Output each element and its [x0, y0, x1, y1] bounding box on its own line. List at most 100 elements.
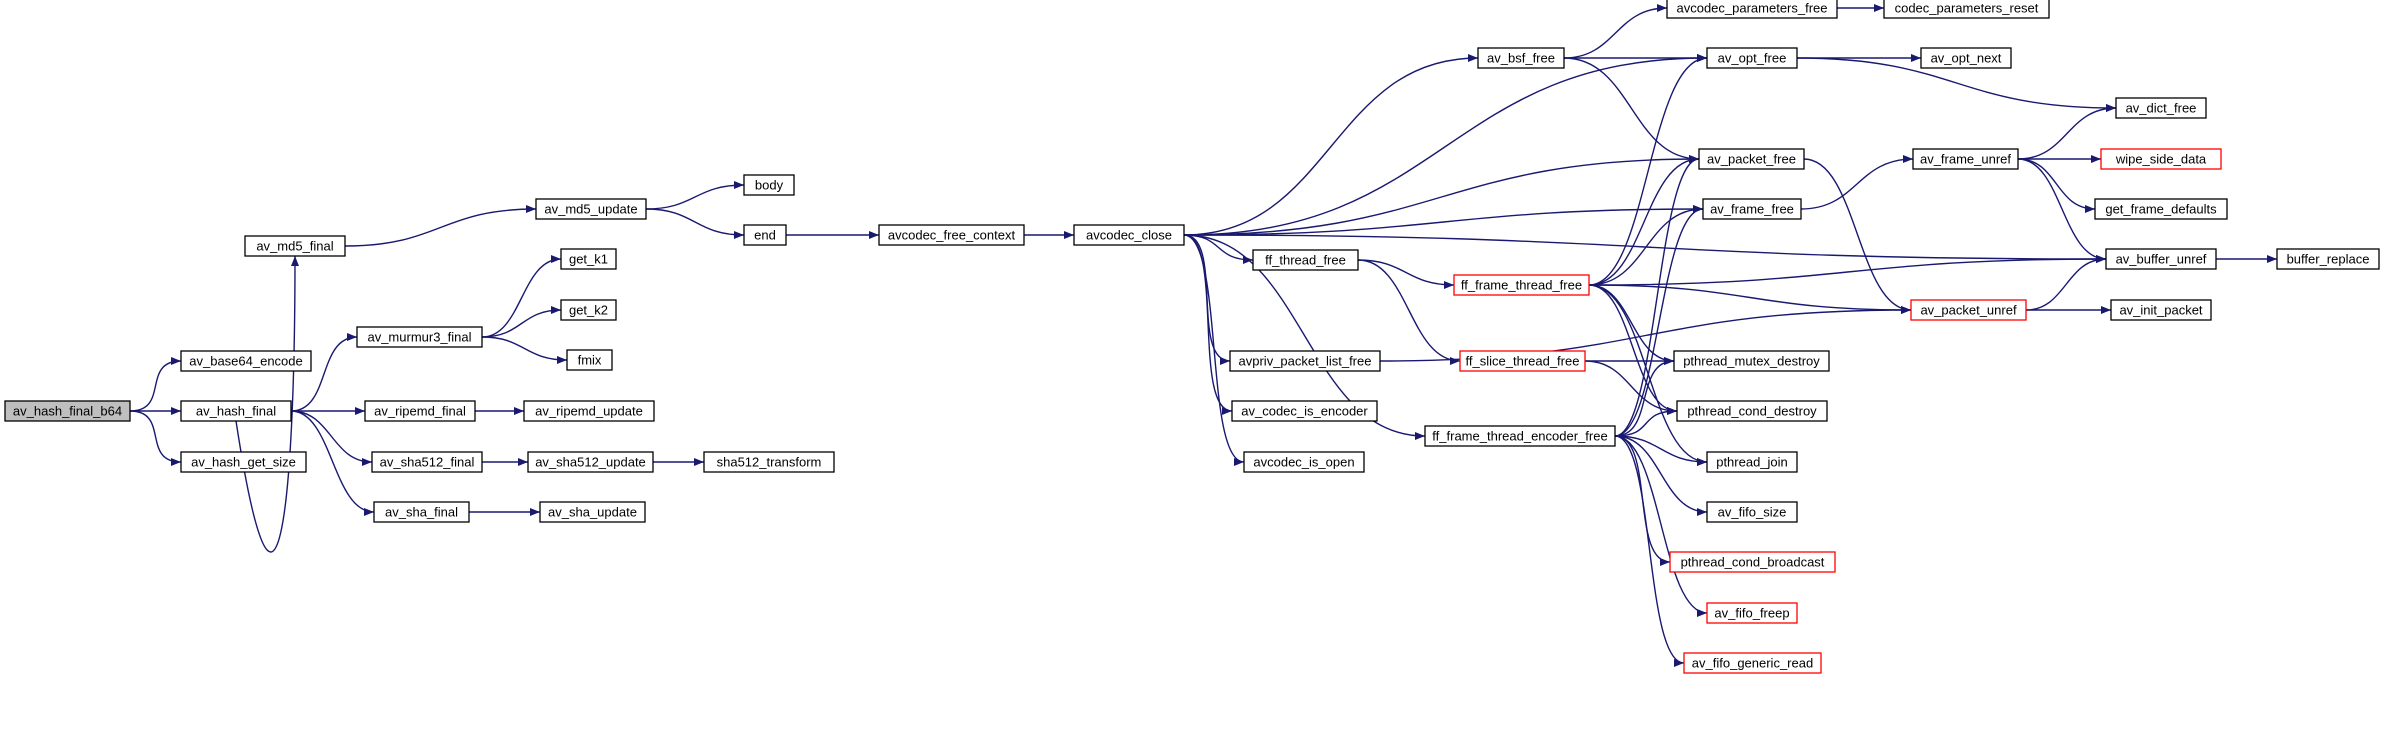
node-avpriv-packet-list-free[interactable]: avpriv_packet_list_free [1229, 350, 1381, 372]
node-label: ff_slice_thread_free [1466, 354, 1580, 369]
node-label: get_k1 [569, 252, 608, 267]
node-av-fifo-freep[interactable]: av_fifo_freep [1706, 602, 1798, 624]
node-pthread-join[interactable]: pthread_join [1706, 451, 1798, 473]
node-get-k2[interactable]: get_k2 [560, 299, 617, 321]
edge-ff-frame-thread-free-to-av-frame-free [1588, 205, 1704, 286]
node-label: av_buffer_unref [2116, 252, 2207, 267]
node-label: get_k2 [569, 303, 608, 318]
node-av-frame-free[interactable]: av_frame_free [1702, 198, 1802, 220]
node-body[interactable]: body [743, 174, 795, 196]
node-av-dict-free[interactable]: av_dict_free [2115, 97, 2207, 119]
node-box [1910, 299, 2027, 321]
edge-av-opt-free-to-av-dict-free [1796, 57, 2117, 112]
edge-av-hash-final-b64-to-av-hash-get-size [129, 410, 182, 466]
node-ff-slice-thread-free[interactable]: ff_slice_thread_free [1459, 350, 1586, 372]
node-box [527, 451, 654, 473]
node-av-md5-update[interactable]: av_md5_update [535, 198, 647, 220]
node-box [2105, 248, 2217, 270]
node-av-sha512-update[interactable]: av_sha512_update [527, 451, 654, 473]
node-box [364, 400, 476, 422]
node-pthread-mutex-destroy[interactable]: pthread_mutex_destroy [1673, 350, 1830, 372]
node-label: av_hash_final [196, 404, 276, 419]
node-av-md5-final[interactable]: av_md5_final [244, 235, 346, 257]
node-av-ripemd-final[interactable]: av_ripemd_final [364, 400, 476, 422]
node-av-packet-unref[interactable]: av_packet_unref [1910, 299, 2027, 321]
node-box [1229, 350, 1381, 372]
node-av-sha512-final[interactable]: av_sha512_final [371, 451, 483, 473]
node-codec-parameters-reset[interactable]: codec_parameters_reset [1883, 0, 2050, 19]
edge-ff-thread-free-to-ff-frame-thread-free [1357, 259, 1455, 289]
node-avcodec-free-context[interactable]: avcodec_free_context [878, 224, 1025, 246]
node-fmix[interactable]: fmix [566, 349, 613, 371]
node-label: codec_parameters_reset [1895, 1, 2039, 16]
edge-av-murmur3-final-to-get-k1 [481, 255, 562, 338]
node-avcodec-close[interactable]: avcodec_close [1073, 224, 1185, 246]
node-wipe-side-data[interactable]: wipe_side_data [2100, 148, 2222, 170]
node-ff-frame-thread-free[interactable]: ff_frame_thread_free [1453, 274, 1590, 296]
node-label: av_md5_update [544, 202, 637, 217]
node-box [1676, 400, 1828, 422]
edge-avcodec-close-to-av-opt-free [1183, 54, 1708, 236]
edge-av-md5-update-to-end [645, 208, 745, 239]
edge-av-frame-unref-to-av-dict-free [2017, 104, 2117, 160]
node-box [566, 349, 613, 371]
edge-av-packet-unref-to-av-buffer-unref [2025, 255, 2107, 311]
node-label: av_fifo_freep [1714, 606, 1789, 621]
edge-ff-frame-thread-free-to-pthread-cond-destroy [1588, 284, 1678, 415]
edge-ff-frame-thread-free-to-av-packet-free [1588, 155, 1700, 286]
node-avcodec-parameters-free[interactable]: avcodec_parameters_free [1666, 0, 1838, 19]
edge-ff-frame-thread-free-to-av-buffer-unref [1588, 255, 2107, 286]
edge-ff-frame-thread-encoder-free-to-av-frame-free [1614, 205, 1704, 437]
node-av-init-packet[interactable]: av_init_packet [2110, 299, 2212, 321]
node-av-codec-is-encoder[interactable]: av_codec_is_encoder [1231, 400, 1378, 422]
node-av-frame-unref[interactable]: av_frame_unref [1912, 148, 2019, 170]
node-pthread-cond-broadcast[interactable]: pthread_cond_broadcast [1669, 551, 1836, 573]
node-av-opt-free[interactable]: av_opt_free [1706, 47, 1798, 69]
node-av-bsf-free[interactable]: av_bsf_free [1477, 47, 1565, 69]
node-ff-frame-thread-encoder-free[interactable]: ff_frame_thread_encoder_free [1424, 425, 1616, 447]
node-box [1459, 350, 1586, 372]
node-av-opt-next[interactable]: av_opt_next [1920, 47, 2012, 69]
node-av-sha-final[interactable]: av_sha_final [373, 501, 470, 523]
node-box [1669, 551, 1836, 573]
node-av-buffer-unref[interactable]: av_buffer_unref [2105, 248, 2217, 270]
node-box [1453, 274, 1590, 296]
node-end[interactable]: end [743, 224, 787, 246]
node-av-base64-encode[interactable]: av_base64_encode [180, 350, 312, 372]
edge-av-md5-update-to-body [645, 181, 745, 210]
node-get-frame-defaults[interactable]: get_frame_defaults [2094, 198, 2228, 220]
node-sha512-transform[interactable]: sha512_transform [703, 451, 835, 473]
edge-ff-frame-thread-encoder-free-to-pthread-mutex-destroy [1614, 357, 1675, 437]
edge-ff-slice-thread-free-to-pthread-cond-destroy [1584, 360, 1678, 415]
node-label: pthread_cond_broadcast [1681, 555, 1825, 570]
node-av-hash-final[interactable]: av_hash_final [180, 400, 292, 422]
node-av-fifo-generic-read[interactable]: av_fifo_generic_read [1683, 652, 1822, 674]
node-label: avcodec_is_open [1253, 455, 1354, 470]
node-get-k1[interactable]: get_k1 [560, 248, 617, 270]
node-box [743, 224, 787, 246]
node-av-hash-get-size[interactable]: av_hash_get_size [180, 451, 307, 473]
node-box [523, 400, 655, 422]
edge-avcodec-close-to-av-bsf-free [1183, 54, 1479, 236]
node-avcodec-is-open[interactable]: avcodec_is_open [1243, 451, 1365, 473]
node-box [4, 400, 131, 422]
node-av-hash-final-b64[interactable]: av_hash_final_b64 [4, 400, 131, 422]
node-label: av_opt_next [1931, 51, 2002, 66]
node-av-sha-update[interactable]: av_sha_update [539, 501, 646, 523]
node-buffer-replace[interactable]: buffer_replace [2276, 248, 2380, 270]
node-label: body [755, 178, 784, 193]
node-ff-thread-free[interactable]: ff_thread_free [1252, 249, 1359, 271]
node-label: avcodec_close [1086, 228, 1172, 243]
edge-av-packet-free-to-av-packet-unref [1803, 158, 1912, 314]
node-av-murmur3-final[interactable]: av_murmur3_final [356, 326, 483, 348]
node-label: av_fifo_size [1718, 505, 1787, 520]
node-label: avcodec_parameters_free [1676, 1, 1827, 16]
node-av-packet-free[interactable]: av_packet_free [1698, 148, 1805, 170]
node-pthread-cond-destroy[interactable]: pthread_cond_destroy [1676, 400, 1828, 422]
edge-avcodec-close-to-avcodec-is-open [1183, 234, 1245, 466]
node-box [1698, 148, 1805, 170]
node-av-ripemd-update[interactable]: av_ripemd_update [523, 400, 655, 422]
node-av-fifo-size[interactable]: av_fifo_size [1706, 501, 1798, 523]
node-box [560, 299, 617, 321]
